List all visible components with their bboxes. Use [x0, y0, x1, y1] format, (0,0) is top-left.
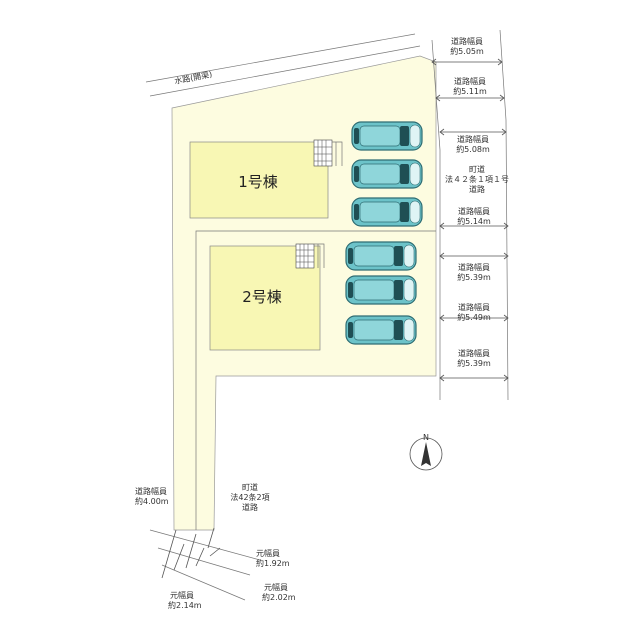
road-width-label: 道路幅員: [451, 36, 483, 46]
road-south-name: 町道: [242, 482, 258, 492]
waterway-label: 水路(開渠): [173, 69, 212, 86]
dimension-arrowheads: [439, 314, 509, 322]
waterway-edge: [145, 33, 421, 97]
north-label: N: [423, 433, 429, 442]
parked-car: [351, 159, 423, 189]
original-width-1-label: 元幅員: [256, 548, 280, 558]
road-south-width-value: 約4.00m: [135, 496, 169, 506]
dimension-arrowheads: [439, 128, 507, 136]
parking-area: [345, 121, 423, 345]
road-east-west-edge: [431, 39, 441, 400]
road-east-type: 道路: [469, 184, 485, 194]
building-1: [189, 141, 329, 219]
road-width-value: 約5.05m: [450, 46, 484, 56]
north-arrow: N: [409, 433, 443, 471]
road-south-width-label: 道路幅員: [135, 486, 167, 496]
road-width-value: 約5.14m: [457, 216, 491, 226]
building-1-label: 1号棟: [238, 173, 278, 191]
road-width-label: 道路幅員: [458, 348, 490, 358]
road-south-law: 法42条2項: [230, 492, 269, 502]
original-width-2-label: 元幅員: [264, 582, 288, 592]
road-width-label: 道路幅員: [458, 206, 490, 216]
dimension-arrowheads: [431, 58, 503, 66]
road-width-value: 約5.39m: [457, 272, 491, 282]
road-south-edges: [149, 529, 261, 601]
original-width-3-label: 元幅員: [170, 590, 194, 600]
road-east-name: 町道: [469, 164, 485, 174]
road-east-width-dimensions: 道路幅員約5.05m道路幅員約5.11m道路幅員約5.08m道路幅員約5.14m…: [431, 36, 509, 382]
road-width-value: 約5.49m: [457, 312, 491, 322]
road-south-type: 道路: [242, 502, 258, 512]
road-east-law: 法４２条１項１号: [445, 174, 509, 184]
parked-car: [345, 275, 417, 305]
original-width-1-value: 約1.92m: [256, 558, 290, 568]
road-width-label: 道路幅員: [457, 134, 489, 144]
parked-car: [351, 121, 423, 151]
building-2-label: 2号棟: [242, 288, 282, 306]
road-east-east-edge: [499, 29, 509, 401]
dimension-arrowheads: [439, 252, 509, 260]
entrance-steps-2: [295, 243, 325, 269]
road-width-value: 約5.39m: [457, 358, 491, 368]
dimension-arrowheads: [439, 374, 509, 382]
original-width-2-value: 約2.02m: [262, 592, 296, 602]
dimension-arrowheads: [435, 94, 505, 102]
road-south-dimensions: [161, 527, 215, 579]
road-width-value: 約5.11m: [453, 86, 487, 96]
parked-car: [345, 241, 417, 271]
road-width-label: 道路幅員: [454, 76, 486, 86]
lot-division-line: [195, 230, 436, 530]
road-width-value: 約5.08m: [456, 144, 490, 154]
original-width-3-value: 約2.14m: [168, 600, 202, 610]
parked-car: [345, 315, 417, 345]
parked-car: [351, 197, 423, 227]
road-width-label: 道路幅員: [458, 262, 490, 272]
road-width-label: 道路幅員: [458, 302, 490, 312]
entrance-steps-1: [313, 139, 343, 167]
dimension-arrowheads: [439, 222, 509, 230]
